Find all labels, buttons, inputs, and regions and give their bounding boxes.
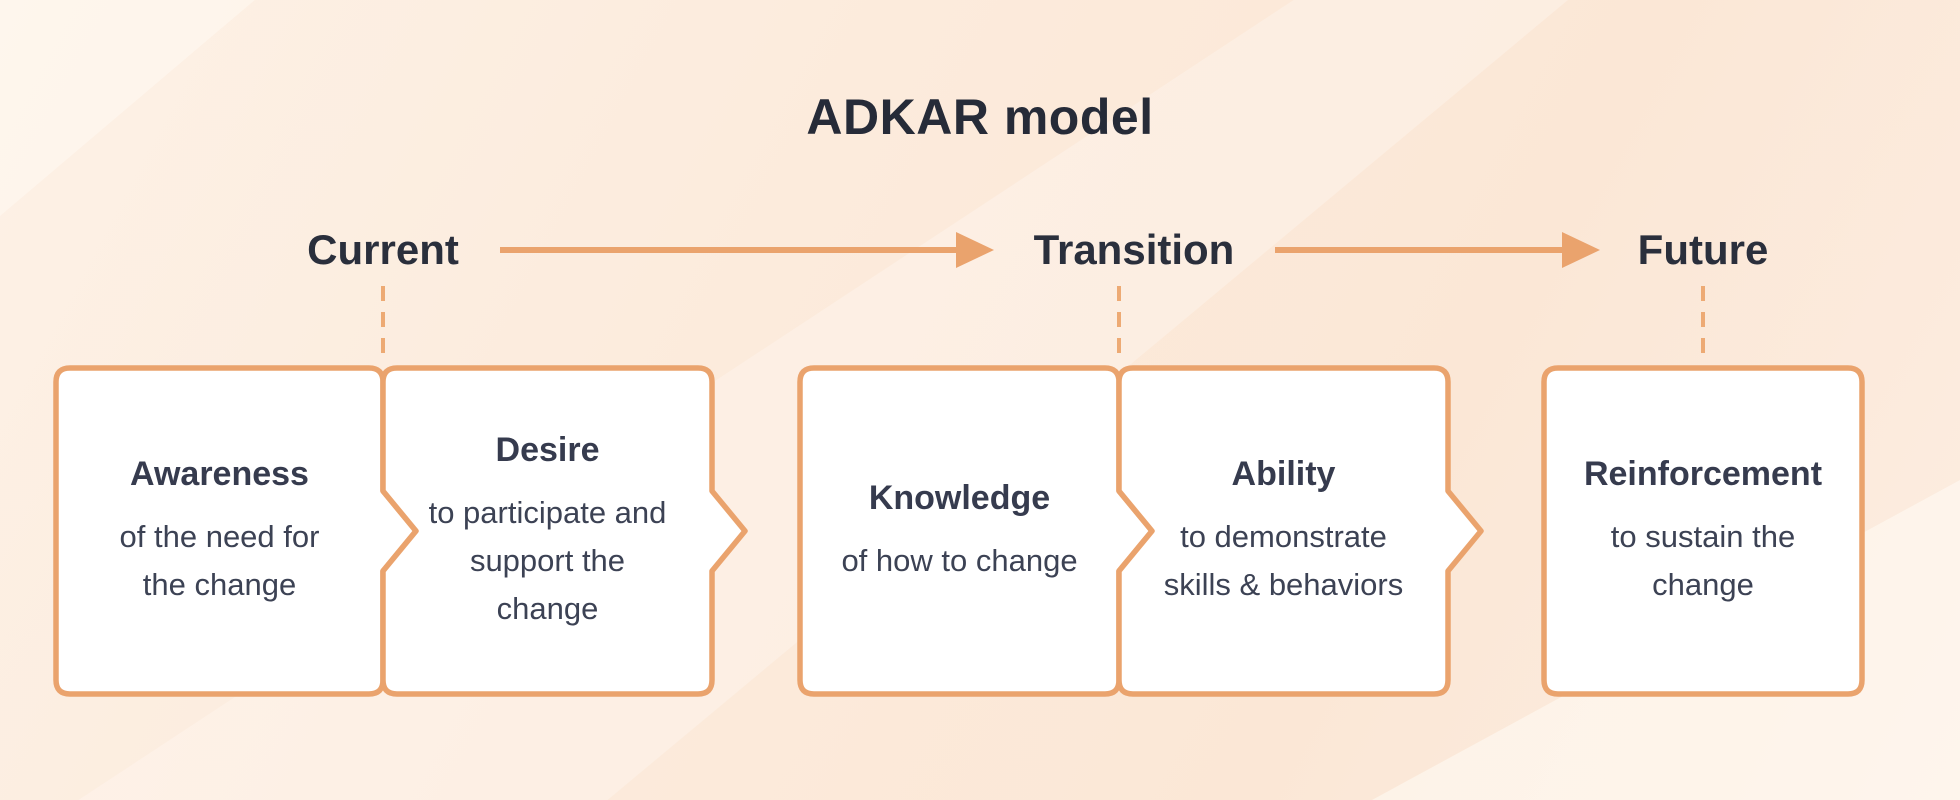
- page-title: ADKAR model: [806, 89, 1154, 145]
- description-line: the change: [142, 567, 297, 602]
- awareness-box-description: of the need for the change: [120, 513, 320, 609]
- description-line: to participate and: [428, 495, 667, 530]
- description-line: skills & behaviors: [1163, 567, 1404, 602]
- reinforcement-box-title: Reinforcement: [1583, 455, 1823, 493]
- description-line: change: [1652, 567, 1754, 602]
- description-line: of the need for: [119, 519, 320, 554]
- awareness-box-title: Awareness: [130, 455, 309, 493]
- knowledge-box-title: Knowledge: [868, 479, 1051, 517]
- ability-box-description: to demonstrate skills & behaviors: [1164, 513, 1403, 609]
- desire-box: Desire to participate and support the ch…: [383, 368, 712, 694]
- description-line: to sustain the: [1610, 519, 1796, 554]
- reinforcement-box-shape: [1541, 365, 1865, 697]
- description-line: of how to change: [841, 543, 1078, 578]
- description-line: change: [496, 591, 599, 626]
- ability-box-title: Ability: [1231, 455, 1336, 493]
- awareness-box: Awareness of the need for the change: [56, 368, 383, 694]
- arrow-current-to-transition: [500, 232, 994, 268]
- ability-box: Ability to demonstrate skills & behavior…: [1119, 368, 1448, 694]
- phase-label-current: Current: [307, 226, 459, 273]
- description-line: to demonstrate: [1180, 519, 1387, 554]
- knowledge-box: Knowledge of how to change: [800, 368, 1119, 694]
- desire-box-title: Desire: [495, 431, 600, 469]
- ability-box-shape: [1116, 365, 1484, 697]
- description-line: support the: [469, 543, 626, 578]
- phase-label-transition: Transition: [1033, 226, 1235, 273]
- phase-label-future: Future: [1637, 226, 1769, 273]
- arrow-transition-to-future: [1275, 232, 1600, 268]
- reinforcement-box: Reinforcement to sustain the change: [1544, 368, 1862, 694]
- knowledge-box-description: of how to change: [841, 537, 1077, 585]
- desire-box-description: to participate and support the change: [429, 489, 667, 633]
- reinforcement-box-description: to sustain the change: [1611, 513, 1795, 609]
- desire-box-shape: [380, 365, 748, 697]
